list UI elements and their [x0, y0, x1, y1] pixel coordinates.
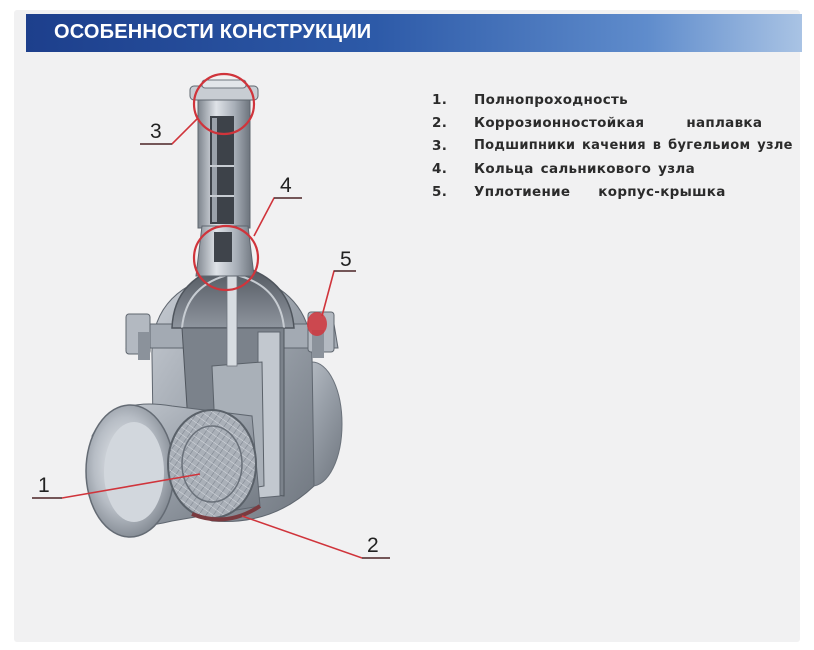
legend-number: 2. — [432, 114, 448, 131]
section-header: ОСОБЕННОСТИ КОНСТРУКЦИИ — [26, 14, 802, 52]
leader-underlines — [32, 143, 390, 559]
callout-number-2: 2 — [367, 534, 379, 557]
legend-text: Полнопроходность — [474, 91, 628, 108]
callout-number-5: 5 — [340, 248, 352, 271]
legend-number: 1. — [432, 91, 448, 108]
callout-number-3: 3 — [150, 120, 162, 143]
legend-item: 1. Полнопроходность — [432, 88, 802, 111]
valve-cutaway-illustration: 3 4 5 1 2 — [32, 72, 390, 559]
legend-number: 5. — [432, 183, 448, 200]
callout-number-1: 1 — [38, 474, 50, 497]
callout-ring-3 — [192, 72, 256, 136]
header-title: ОСОБЕННОСТИ КОНСТРУКЦИИ — [54, 21, 372, 43]
legend-text: Подшипники качения в бугельиом узле — [474, 138, 793, 153]
feature-legend: 1. Полнопроходность 2. Коррозионностойка… — [432, 88, 802, 203]
legend-number: 4. — [432, 160, 448, 177]
callout-ring-4 — [192, 224, 260, 292]
legend-item: 2. Коррозионностойкая наплавка — [432, 111, 802, 134]
legend-item: 4. Кольца сальникового узла — [432, 157, 802, 180]
legend-text: Кольца сальникового узла — [474, 160, 695, 177]
legend-number: 3. — [432, 137, 448, 154]
legend-item: 3. Подшипники качения в бугельиом узле — [432, 134, 802, 157]
legend-item: 5. Уплотиение корпус-крышка — [432, 180, 802, 203]
callout-number-4: 4 — [280, 174, 292, 197]
callout-ring-5 — [307, 312, 327, 336]
legend-text: Коррозионностойкая наплавка — [474, 114, 763, 131]
inlet-pipe — [85, 403, 262, 538]
legend-text: Уплотиение корпус-крышка — [474, 183, 726, 200]
